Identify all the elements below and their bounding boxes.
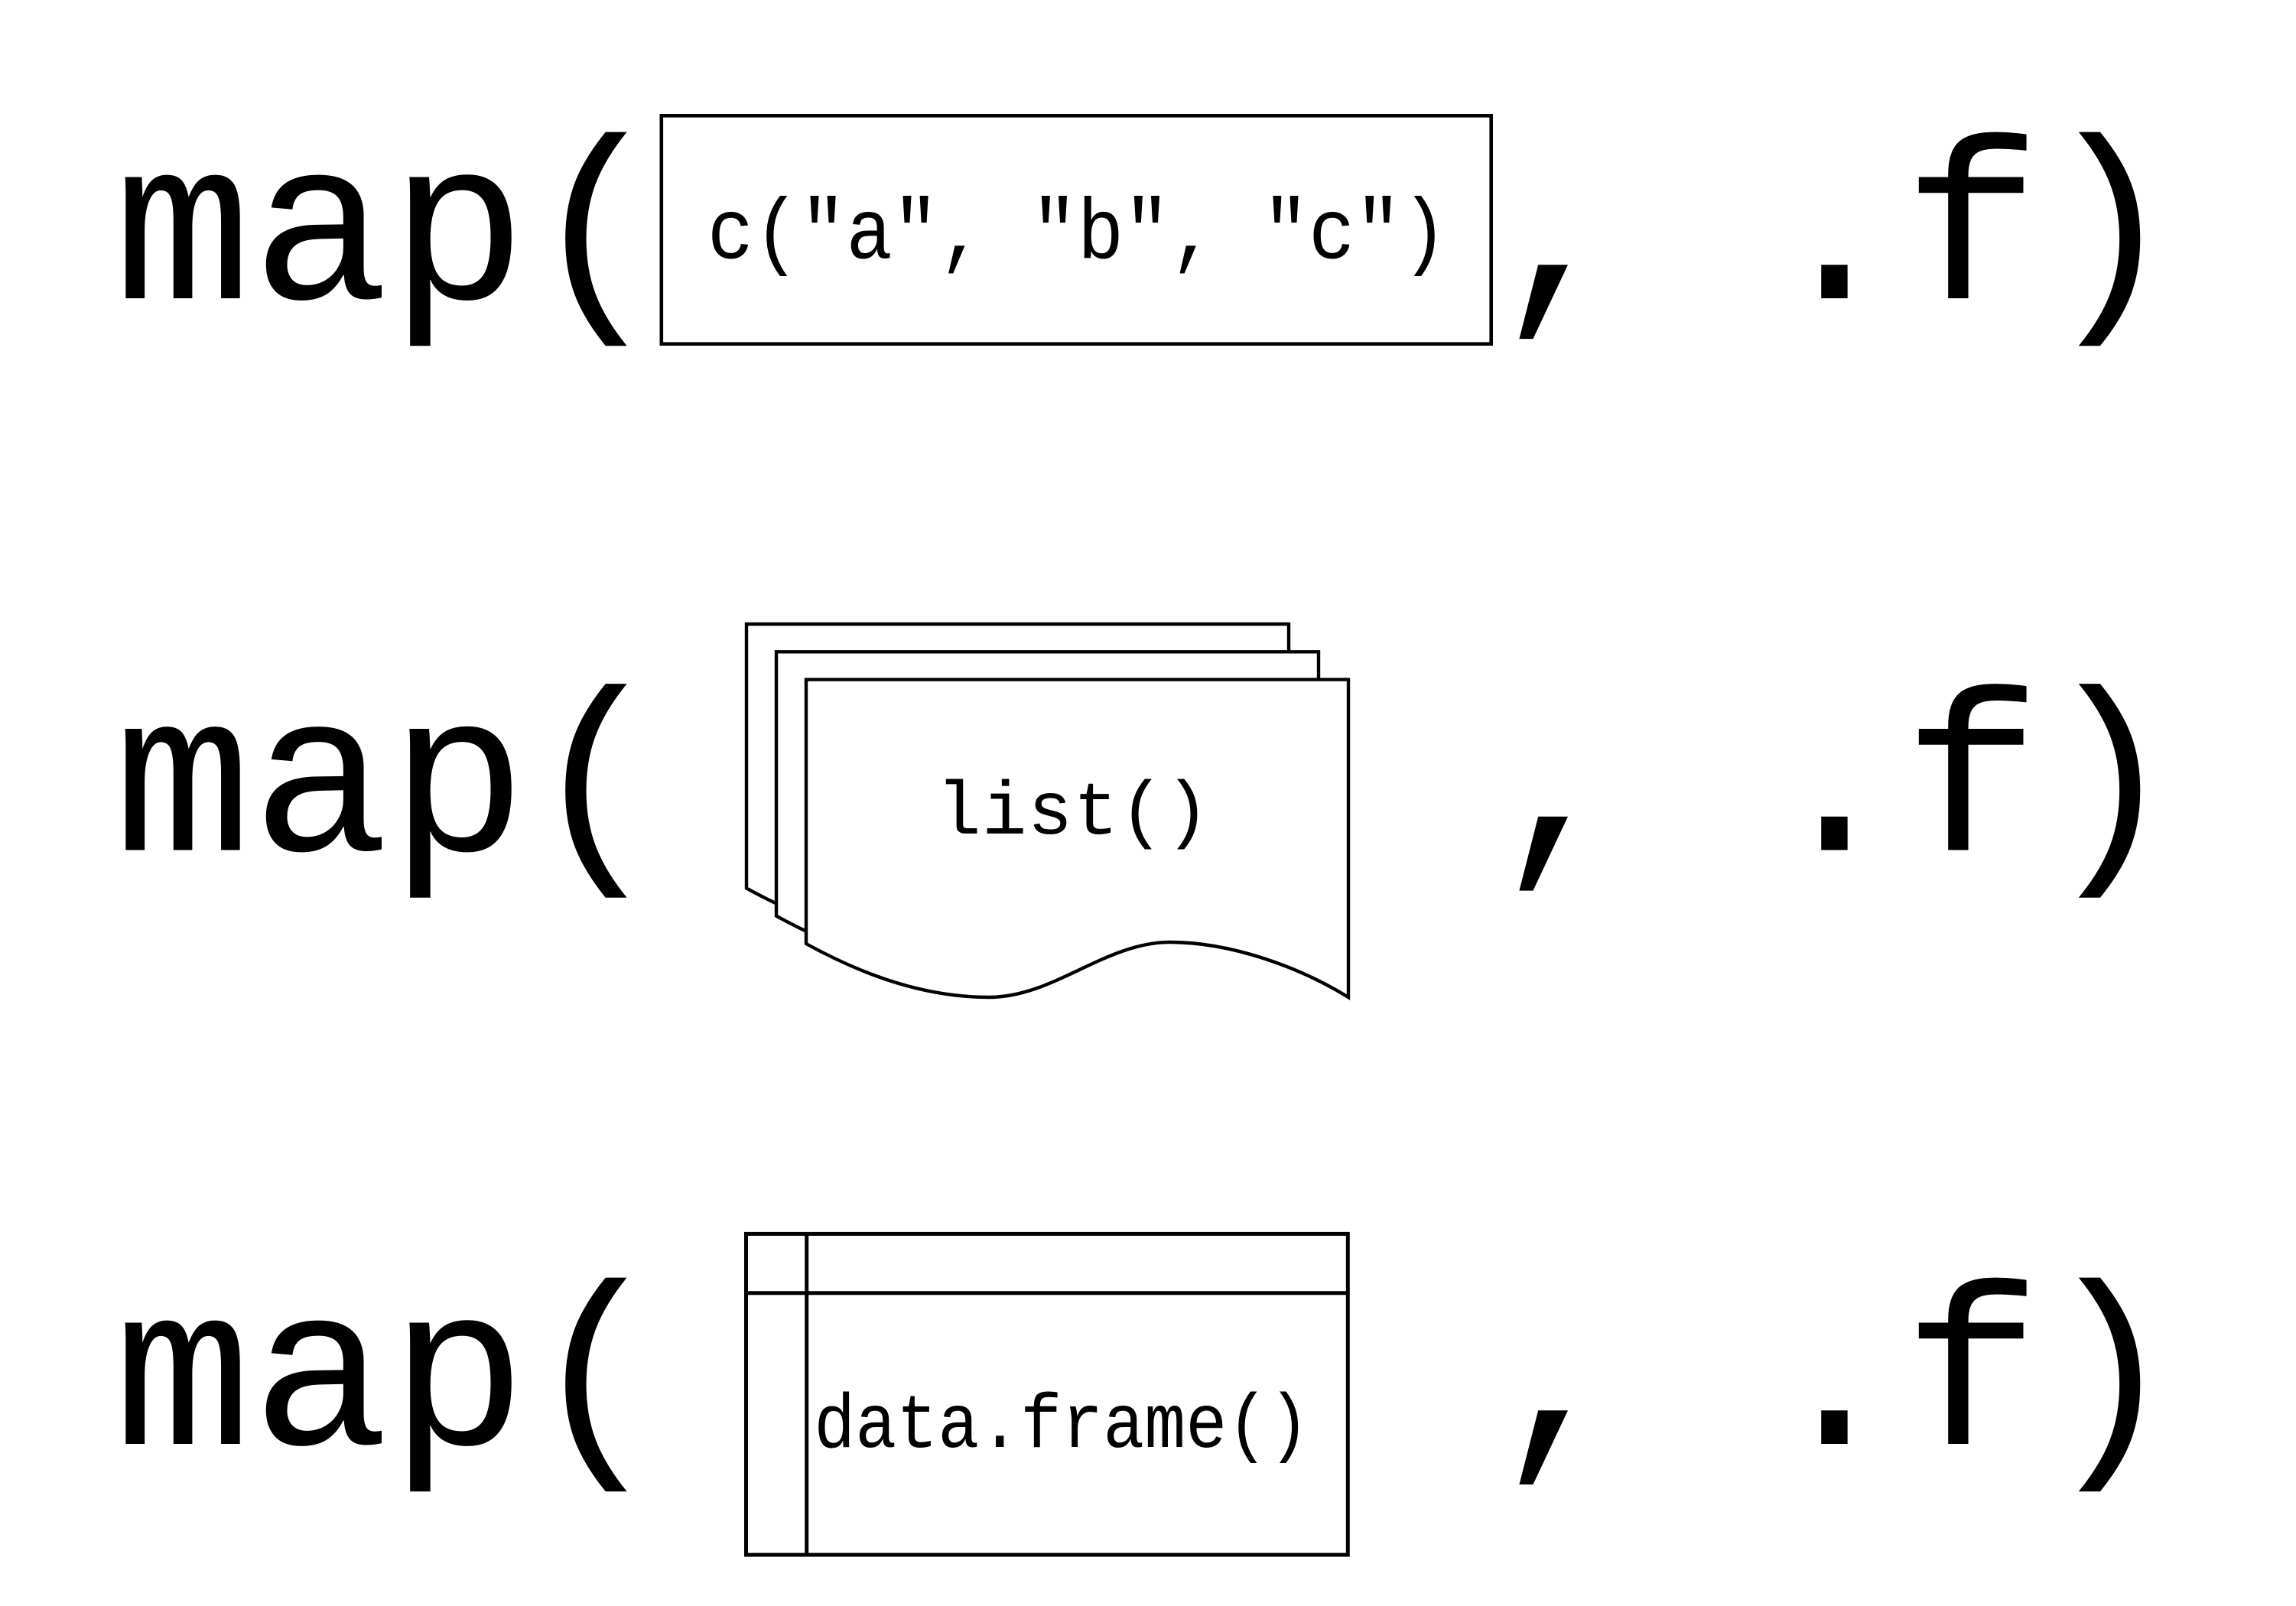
- svg-text:, .f): , .f): [1491, 108, 2179, 368]
- svg-text:list(): list(): [936, 772, 1211, 857]
- svg-text:data.frame(): data.frame(): [814, 1383, 1309, 1471]
- svg-text:map(: map(: [114, 108, 665, 368]
- svg-text:, .f): , .f): [1491, 660, 2179, 920]
- svg-text:, .f): , .f): [1491, 1253, 2179, 1513]
- svg-text:map(: map(: [114, 1253, 665, 1513]
- svg-text:c("a", "b", "c"): c("a", "b", "c"): [707, 187, 1448, 284]
- svg-text:map(: map(: [114, 660, 665, 920]
